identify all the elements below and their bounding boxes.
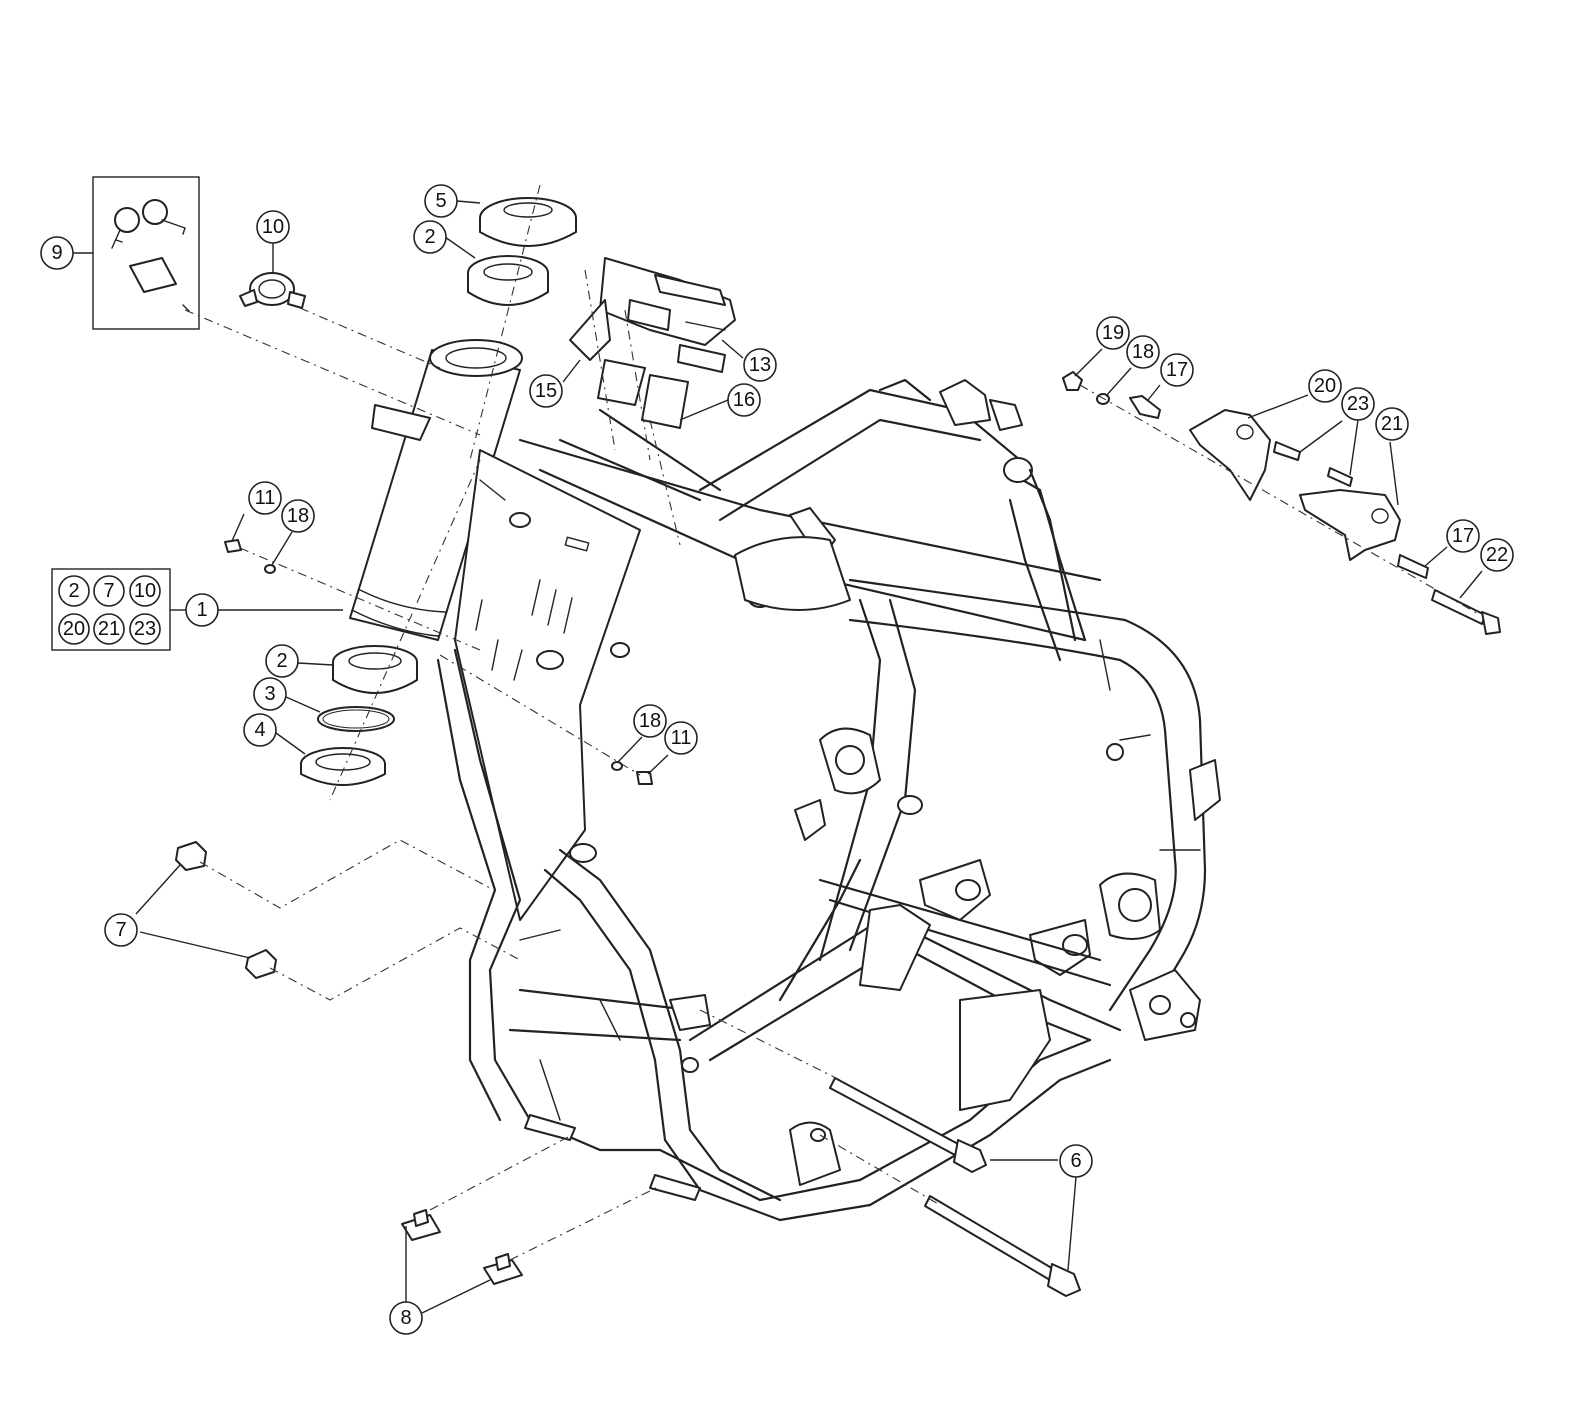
svg-text:16: 16 xyxy=(733,389,755,411)
svg-text:23: 23 xyxy=(134,618,156,640)
svg-text:11: 11 xyxy=(255,487,276,509)
engine-bolt-upper xyxy=(829,1077,987,1173)
callout-17-bottom: 17 xyxy=(1446,519,1480,553)
clip-8-left xyxy=(401,1209,441,1241)
callout-5: 5 xyxy=(424,184,458,218)
svg-text:6: 6 xyxy=(1070,1150,1081,1172)
svg-text:19: 19 xyxy=(1102,322,1124,344)
callout-18-right: 18 xyxy=(1126,335,1160,369)
callout-11-left: 11 xyxy=(248,481,282,515)
callout-19: 19 xyxy=(1096,316,1130,350)
svg-text:5: 5 xyxy=(435,190,446,212)
svg-text:9: 9 xyxy=(51,242,62,264)
main-frame xyxy=(349,339,1221,1222)
callout-2-lower: 2 xyxy=(265,644,299,678)
engine-bolt-lower xyxy=(924,1195,1081,1297)
callout-22: 22 xyxy=(1480,538,1514,572)
callout-21: 21 xyxy=(1375,407,1409,441)
callout-23: 23 xyxy=(1341,387,1375,421)
assembly-center-lines xyxy=(184,184,1481,1261)
o-ring xyxy=(317,706,395,732)
dust-seal xyxy=(479,197,577,247)
svg-text:17: 17 xyxy=(1452,525,1474,547)
callout-11-middle: 11 xyxy=(664,721,698,755)
svg-text:2: 2 xyxy=(68,580,79,602)
clip-8-right xyxy=(483,1253,523,1285)
svg-text:18: 18 xyxy=(639,710,661,732)
svg-text:23: 23 xyxy=(1347,393,1369,415)
svg-text:7: 7 xyxy=(103,580,114,602)
bolt-11-left xyxy=(224,539,276,574)
lower-seal xyxy=(300,747,386,786)
callout-13: 13 xyxy=(743,348,777,382)
svg-text:21: 21 xyxy=(98,618,120,640)
lower-bearing xyxy=(332,645,418,694)
callout-16: 16 xyxy=(727,383,761,417)
callout-15: 15 xyxy=(529,374,563,408)
footpeg-hardware xyxy=(1062,371,1501,635)
ignition-clamp xyxy=(239,272,306,309)
svg-text:17: 17 xyxy=(1166,359,1188,381)
callout-2-upper: 2 xyxy=(413,220,447,254)
kit-item-20: 20 xyxy=(58,613,90,645)
leader-lines xyxy=(73,200,1483,1314)
kit-item-2: 2 xyxy=(58,575,90,607)
kit-item-10: 10 xyxy=(129,575,161,607)
svg-text:13: 13 xyxy=(749,354,771,376)
nut-7-lower xyxy=(245,949,277,979)
callout-20: 20 xyxy=(1308,369,1342,403)
callout-7: 7 xyxy=(104,913,138,947)
svg-text:11: 11 xyxy=(671,727,692,749)
svg-text:1: 1 xyxy=(196,599,207,621)
callout-9: 9 xyxy=(40,236,74,270)
callout-8: 8 xyxy=(389,1301,423,1335)
callout-18-middle: 18 xyxy=(633,704,667,738)
svg-text:3: 3 xyxy=(264,683,275,705)
key-kit-box xyxy=(92,176,200,330)
callout-18-left: 18 xyxy=(281,499,315,533)
svg-text:20: 20 xyxy=(63,618,85,640)
lock-cylinder xyxy=(129,257,177,293)
callout-6: 6 xyxy=(1059,1144,1093,1178)
svg-text:4: 4 xyxy=(254,719,265,741)
svg-text:2: 2 xyxy=(276,650,287,672)
upper-bearing xyxy=(467,255,549,306)
svg-text:10: 10 xyxy=(134,580,156,602)
svg-text:15: 15 xyxy=(535,380,557,402)
svg-text:21: 21 xyxy=(1381,413,1403,435)
svg-text:18: 18 xyxy=(287,505,309,527)
svg-text:8: 8 xyxy=(400,1307,411,1329)
number-plate-bracket xyxy=(569,257,736,429)
callout-1: 1 xyxy=(185,593,219,627)
kit-item-23: 23 xyxy=(129,613,161,645)
bracket-clip xyxy=(677,344,726,373)
bolt-11-middle xyxy=(611,761,653,785)
svg-text:10: 10 xyxy=(262,216,284,238)
svg-text:18: 18 xyxy=(1132,341,1154,363)
nut-7-upper xyxy=(175,841,207,871)
kit-box: 2 7 10 20 21 23 xyxy=(51,568,171,651)
callout-10: 10 xyxy=(256,210,290,244)
svg-text:22: 22 xyxy=(1486,544,1508,566)
callout-3: 3 xyxy=(253,677,287,711)
kit-item-21: 21 xyxy=(93,613,125,645)
svg-text:7: 7 xyxy=(115,919,126,941)
svg-text:2: 2 xyxy=(424,226,435,248)
key-icon xyxy=(114,207,140,233)
svg-text:20: 20 xyxy=(1314,375,1336,397)
callout-17-top: 17 xyxy=(1160,353,1194,387)
callout-4: 4 xyxy=(243,713,277,747)
kit-item-7: 7 xyxy=(93,575,125,607)
